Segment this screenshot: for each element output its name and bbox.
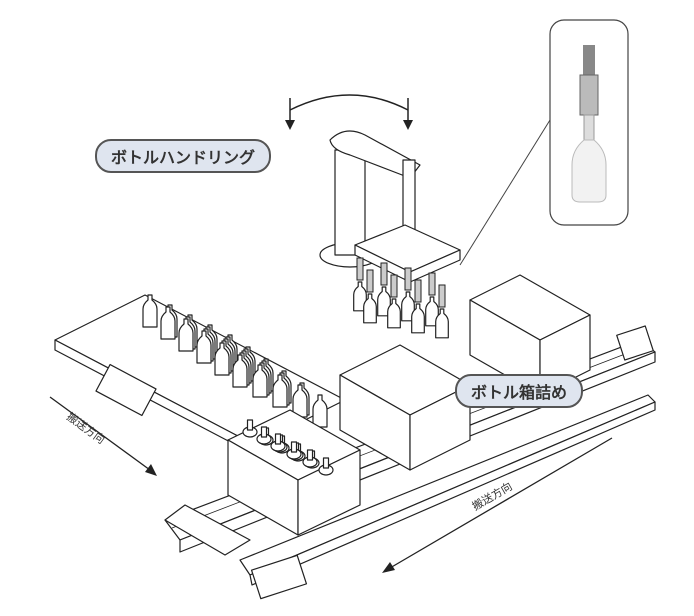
bottle-neck bbox=[306, 449, 314, 461]
gripper bbox=[356, 257, 364, 281]
gripper bbox=[414, 279, 422, 303]
scara-robot bbox=[319, 130, 461, 283]
gripper-detail-inset bbox=[459, 19, 629, 266]
gripper bbox=[380, 262, 388, 286]
bottle-neck bbox=[290, 441, 298, 453]
bottle bbox=[160, 306, 176, 340]
label-bottle-handling: ボトルハンドリング bbox=[95, 139, 272, 173]
infeed-conveyor bbox=[54, 294, 346, 456]
bottle-neck bbox=[274, 433, 282, 445]
bottle bbox=[387, 298, 401, 329]
gripper-array bbox=[353, 257, 449, 339]
bottle-neck bbox=[260, 426, 268, 438]
bottle-grid bbox=[142, 294, 328, 428]
bottle bbox=[232, 354, 248, 388]
bottle bbox=[214, 342, 230, 376]
bottle bbox=[252, 364, 268, 398]
gripper bbox=[428, 272, 436, 296]
bottle bbox=[312, 394, 328, 428]
gripper bbox=[390, 274, 398, 298]
direction-arrow-left-icon bbox=[49, 396, 157, 476]
gripper bbox=[438, 284, 446, 308]
bottle bbox=[142, 294, 158, 328]
bottle bbox=[272, 374, 288, 408]
bottle-neck bbox=[246, 419, 254, 431]
gripper bbox=[404, 267, 412, 291]
rotation-arrow-icon bbox=[285, 94, 413, 130]
bottle bbox=[196, 330, 212, 364]
bottle bbox=[178, 318, 194, 352]
bottle-neck bbox=[322, 457, 330, 469]
bottle bbox=[292, 384, 308, 418]
box-middle bbox=[339, 344, 471, 471]
direction-arrow-right-icon bbox=[382, 437, 613, 573]
bottle bbox=[411, 303, 425, 334]
label-bottle-boxing: ボトル箱詰め bbox=[455, 374, 584, 408]
bottle bbox=[435, 308, 449, 339]
bottle bbox=[363, 293, 377, 324]
boxed-bottles bbox=[242, 419, 334, 476]
gripper bbox=[366, 269, 374, 293]
